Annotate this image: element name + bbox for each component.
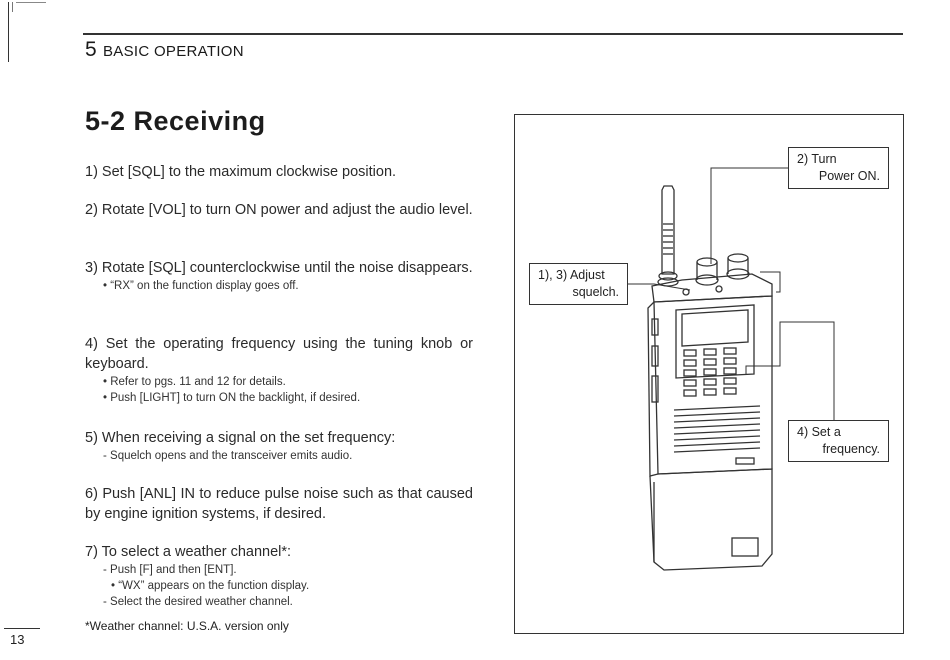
- step-note: • “WX” appears on the function display.: [111, 580, 310, 592]
- step-5: 5) When receiving a signal on the set fr…: [85, 428, 473, 464]
- step-text: 1) Set [SQL] to the maximum clockwise po…: [85, 164, 397, 180]
- chapter-heading: 5 BASIC OPERATION: [85, 38, 244, 62]
- header-rule: [83, 33, 903, 35]
- callout-power-line1: 2) Turn: [797, 152, 837, 166]
- step-text: 7) To select a weather channel*:: [85, 544, 292, 560]
- step-text: 5) When receiving a signal on the set fr…: [85, 430, 396, 446]
- antenna: [661, 185, 675, 275]
- step-note: • Refer to pgs. 11 and 12 for details.: [103, 376, 286, 388]
- speaker-grille: [673, 405, 761, 453]
- step-2: 2) Rotate [VOL] to turn ON power and adj…: [85, 200, 473, 220]
- callout-squelch: 1), 3) Adjust squelch.: [529, 263, 628, 305]
- vol-knob: [696, 257, 718, 267]
- step-text: 2) Rotate [VOL] to turn ON power and adj…: [85, 202, 473, 218]
- figure-frame: [514, 114, 904, 634]
- step-7: 7) To select a weather channel*: - Push …: [85, 542, 473, 610]
- keypad: [683, 347, 737, 397]
- step-note: - Push [F] and then [ENT].: [103, 564, 237, 576]
- callout-squelch-line1: 1), 3) Adjust: [538, 268, 605, 282]
- step-note: • Push [LIGHT] to turn ON the backlight,…: [103, 392, 361, 404]
- step-note: - Select the desired weather channel.: [103, 596, 293, 608]
- callout-frequency-line2: frequency.: [822, 442, 880, 456]
- section-title: 5-2 Receiving: [85, 106, 266, 136]
- callout-power-line2: Power ON.: [818, 169, 880, 183]
- chapter-title: BASIC OPERATION: [102, 43, 244, 60]
- radio-illustration: [626, 167, 835, 571]
- lcd-display: [681, 309, 749, 347]
- callout-frequency: 4) Set a frequency.: [788, 420, 889, 462]
- margin-mark: [8, 2, 9, 62]
- sql-knob: [727, 253, 749, 263]
- margin-mark: [16, 2, 46, 3]
- chapter-number: 5: [85, 38, 97, 61]
- step-text: 4) Set the operating frequency using the…: [85, 336, 473, 372]
- callout-squelch-line2: squelch.: [572, 285, 619, 299]
- step-1: 1) Set [SQL] to the maximum clockwise po…: [85, 162, 473, 182]
- page-number-rule: [4, 628, 40, 629]
- step-note: • “RX” on the function display goes off.: [103, 280, 299, 292]
- margin-mark: [12, 2, 13, 12]
- step-3: 3) Rotate [SQL] counterclockwise until t…: [85, 258, 473, 294]
- footnote: *Weather channel: U.S.A. version only: [85, 619, 289, 633]
- battery-pack: [649, 468, 773, 571]
- step-6: 6) Push [ANL] IN to reduce pulse noise s…: [85, 484, 473, 524]
- step-note: - Squelch opens and the transceiver emit…: [103, 450, 353, 462]
- step-4: 4) Set the operating frequency using the…: [85, 334, 473, 406]
- step-text: 3) Rotate [SQL] counterclockwise until t…: [85, 260, 473, 276]
- page-number: 13: [10, 632, 25, 647]
- callout-power: 2) Turn Power ON.: [788, 147, 889, 189]
- callout-frequency-line1: 4) Set a: [797, 425, 841, 439]
- step-text: 6) Push [ANL] IN to reduce pulse noise s…: [85, 486, 473, 522]
